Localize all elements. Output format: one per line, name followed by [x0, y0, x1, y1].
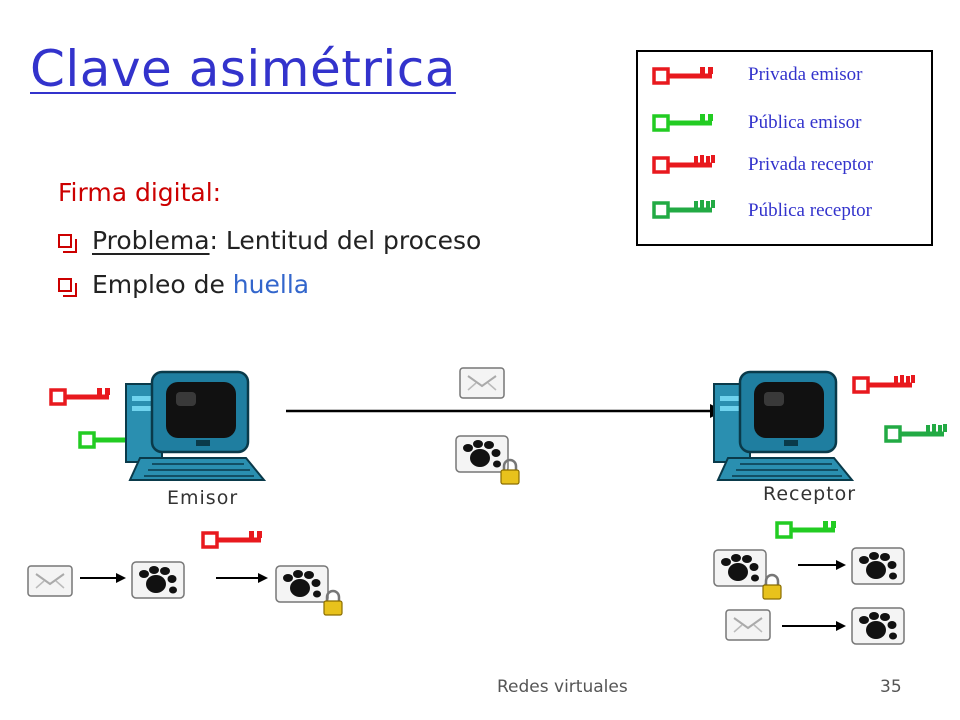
key-legend: Privada emisor Pública emisor Privada re… — [636, 50, 933, 246]
received-signed-hash-icon — [713, 549, 767, 587]
private-sender-key-icon — [652, 65, 715, 85]
bullet-box-icon — [58, 233, 77, 253]
sender-private-key-icon — [49, 386, 112, 406]
message-envelope-icon — [459, 367, 505, 399]
public-receiver-key-icon — [652, 198, 717, 219]
bullet-problem: Problema: Lentitud del proceso — [58, 226, 481, 255]
receiver-public-key-icon — [884, 422, 949, 443]
verify-public-key-icon — [775, 519, 838, 539]
public-sender-key-icon — [652, 112, 715, 132]
sender-computer-icon — [124, 370, 266, 482]
bullet-problem-text: : Lentitud del proceso — [209, 226, 482, 255]
legend-label-public-receiver: Pública receptor — [748, 200, 872, 221]
signed-padlock-icon — [322, 589, 344, 617]
receiver-computer-icon — [712, 370, 854, 482]
decrypted-hash-icon — [851, 547, 905, 585]
private-receiver-key-icon — [652, 153, 717, 174]
signed-hash-result-icon — [275, 565, 329, 603]
receiver-label: Receptor — [763, 483, 857, 505]
bullet-problem-label: Problema — [92, 226, 210, 255]
legend-label-public-sender: Pública emisor — [748, 112, 862, 133]
hash-envelope-icon — [131, 561, 185, 599]
receiver-private-key-icon — [852, 373, 917, 394]
signing-private-key-icon — [201, 529, 264, 549]
page-number: 35 — [880, 677, 902, 697]
original-message-icon — [27, 565, 73, 597]
signed-hash-envelope-icon — [455, 435, 509, 473]
padlock-icon — [499, 458, 521, 486]
recomputed-hash-icon — [851, 607, 905, 645]
sender-label: Emisor — [167, 487, 239, 509]
legend-label-private-sender: Privada emisor — [748, 64, 863, 85]
received-message-icon — [725, 609, 771, 641]
bullet-fingerprint: Empleo de huella — [58, 270, 309, 299]
bullet-box-icon — [58, 277, 77, 297]
bullet-fingerprint-text: Empleo de — [92, 270, 225, 299]
slide-subtitle: Firma digital: — [58, 178, 222, 207]
bullet-fingerprint-highlight: huella — [232, 270, 310, 299]
slide-title: Clave asimétrica — [30, 40, 456, 98]
legend-label-private-receiver: Privada receptor — [748, 154, 874, 175]
received-padlock-icon — [761, 573, 783, 601]
footer-course: Redes virtuales — [497, 677, 628, 697]
